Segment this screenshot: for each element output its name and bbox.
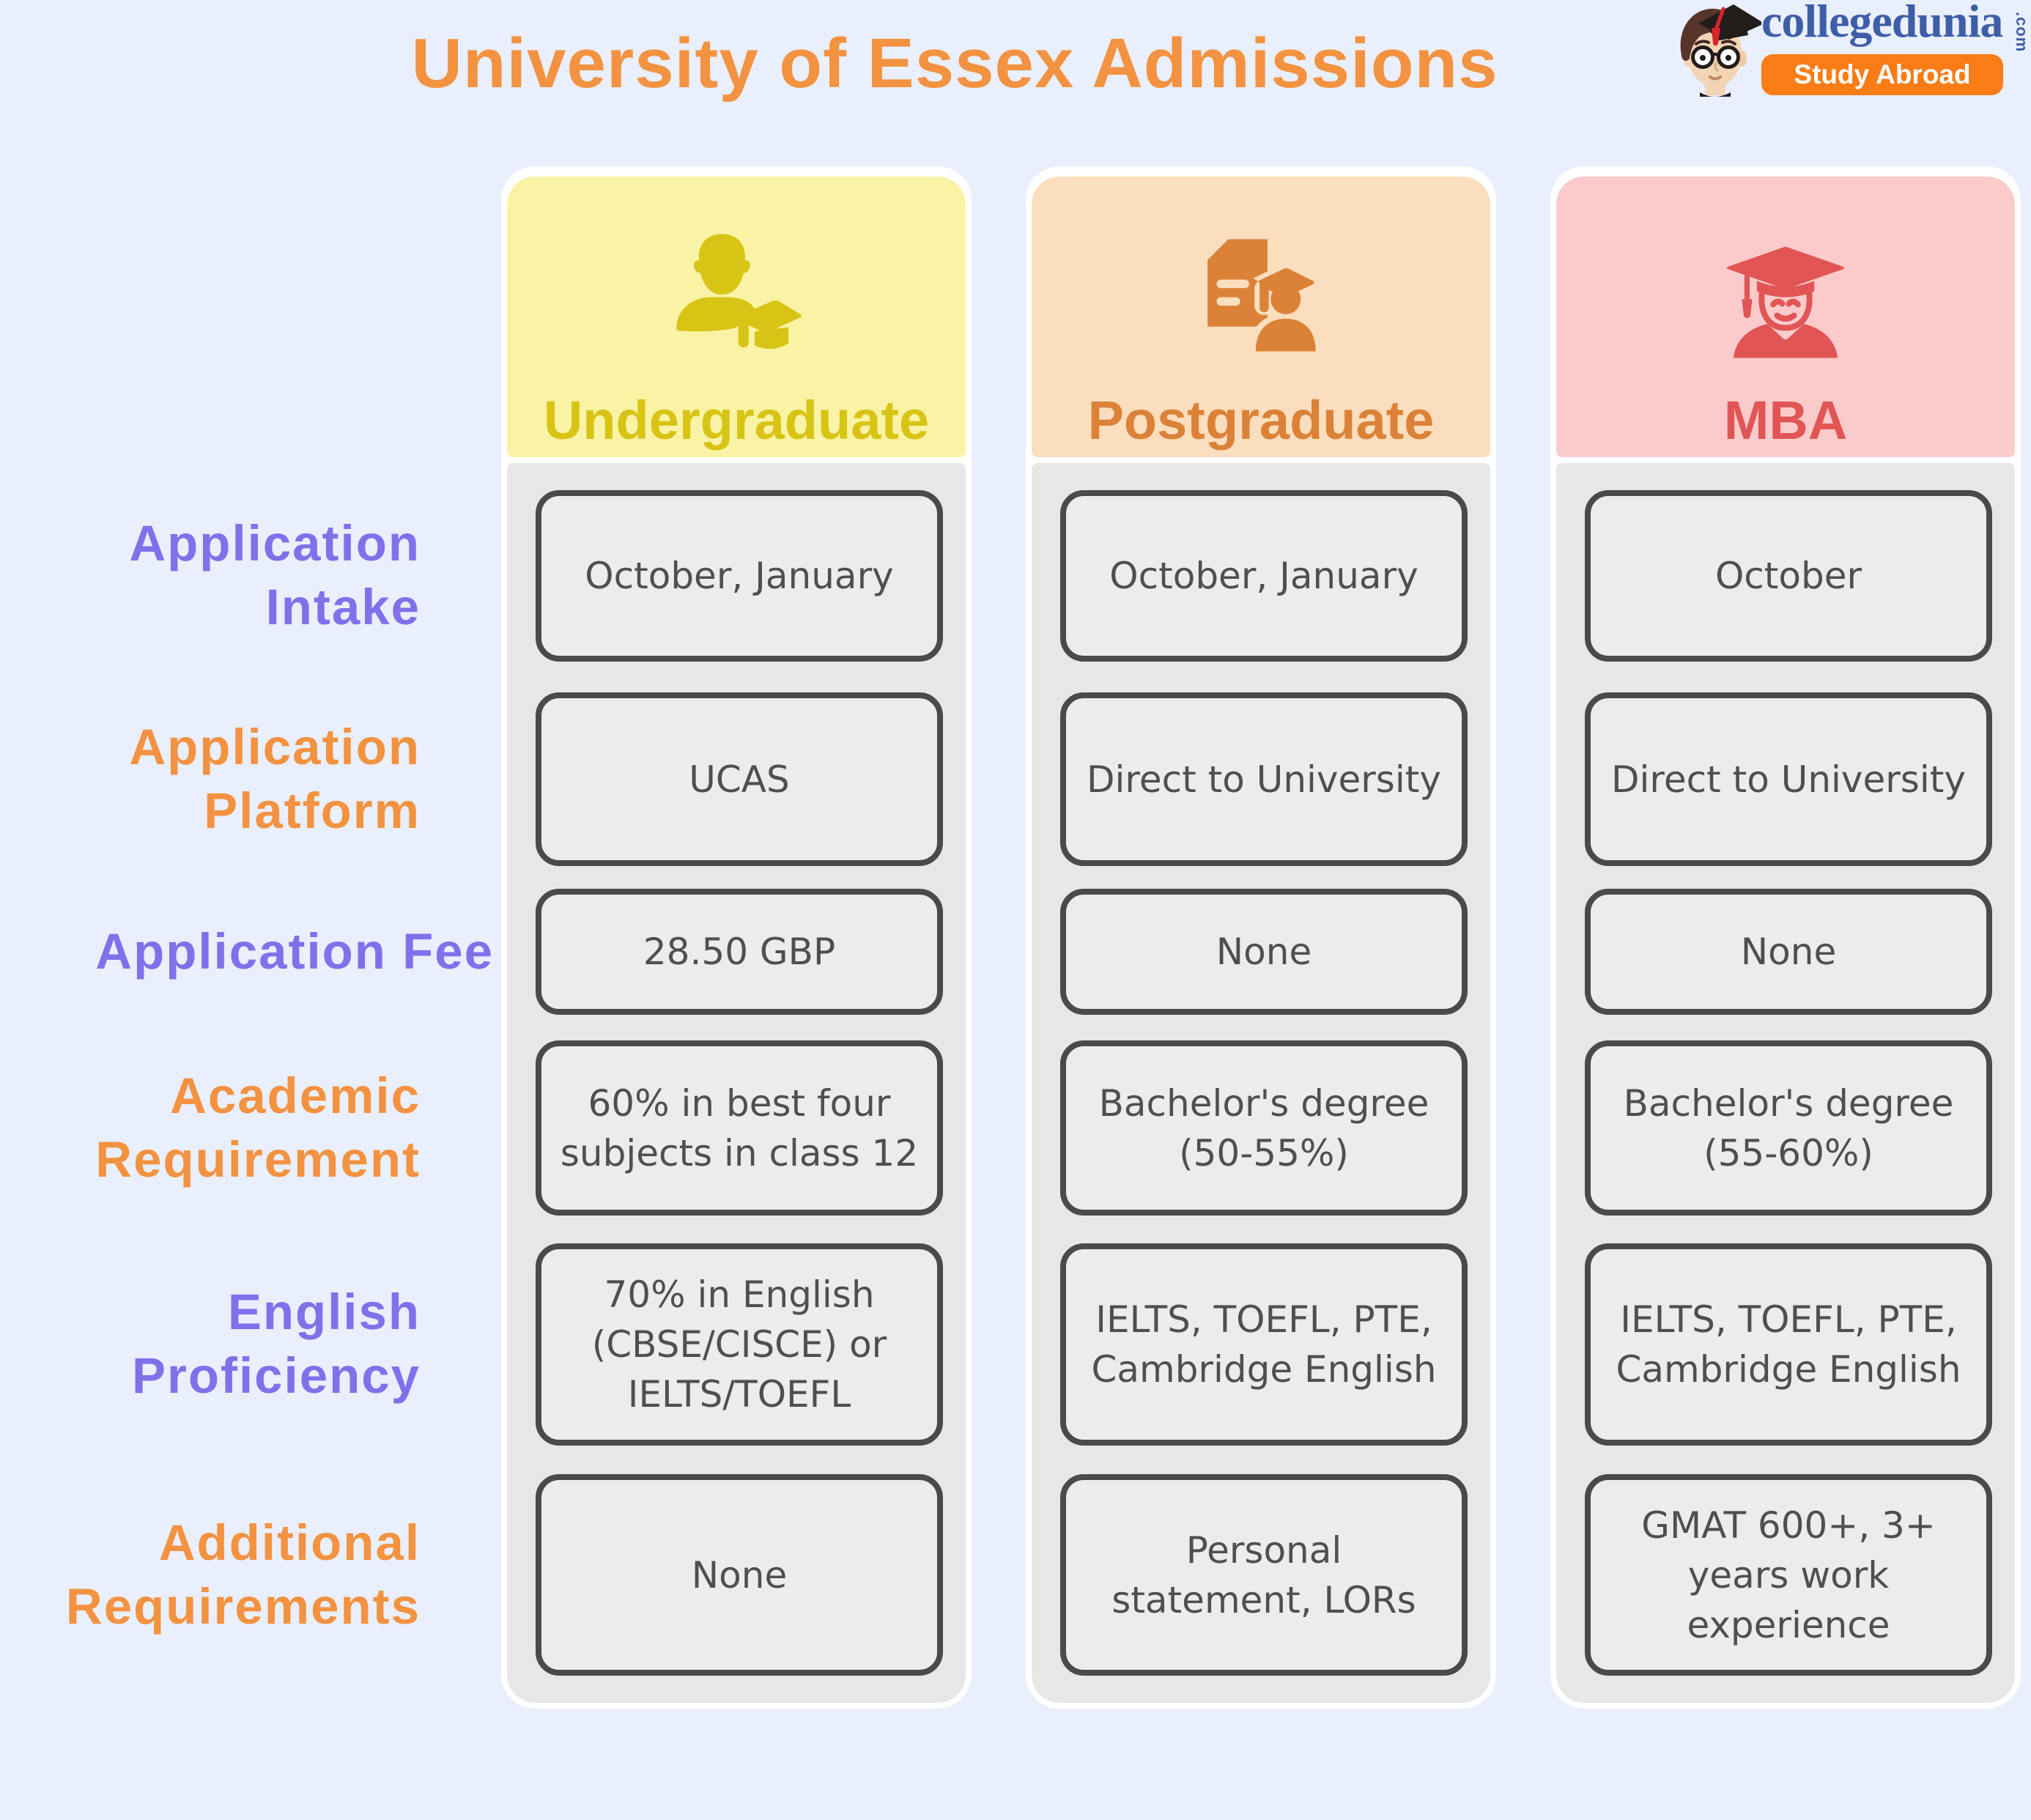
mba-graduate-icon	[1726, 246, 1845, 358]
cell-postgraduate-application-intake: October, January	[1060, 490, 1468, 662]
undergraduate-student-icon	[676, 234, 802, 349]
cell-postgraduate-application-platform: Direct to University	[1060, 692, 1468, 866]
row-label-english-proficiency: English Proficiency	[132, 1284, 421, 1404]
cell-mba-english-proficiency: IELTS, TOEFL, PTE, Cambridge English	[1585, 1243, 1992, 1446]
cell-mba-application-intake: October	[1585, 490, 1992, 662]
column-title-undergraduate: Undergraduate	[543, 390, 930, 451]
cell-undergraduate-english-proficiency: 70% in English (CBSE/CISCE) or IELTS/TOE…	[536, 1243, 943, 1446]
brand-name: collegedunia	[1761, 0, 2003, 47]
column-header-mba: MBA	[1556, 177, 2015, 457]
cell-postgraduate-english-proficiency: IELTS, TOEFL, PTE, Cambridge English	[1060, 1243, 1468, 1446]
row-label-application-platform: Application Platform	[129, 718, 421, 839]
column-title-postgraduate: Postgraduate	[1087, 390, 1435, 451]
brand-tld: .com	[2013, 12, 2031, 53]
row-label-academic-requirement: Academic Requirement	[95, 1067, 421, 1188]
cell-undergraduate-additional-requirements: None	[536, 1474, 943, 1676]
cell-undergraduate-academic-requirement: 60% in best four subjects in class 12	[536, 1040, 943, 1216]
page-title: University of Essex Admissions	[411, 24, 1498, 103]
mascot-boy-icon	[1680, 4, 1761, 97]
row-label-application-fee: Application Fee	[95, 922, 494, 980]
cell-postgraduate-application-fee: None	[1060, 889, 1468, 1015]
study-abroad-badge: Study Abroad	[1761, 54, 2003, 95]
row-label-additional-requirements: Additional Requirements	[65, 1514, 421, 1635]
cell-postgraduate-additional-requirements: Personal statement, LORs	[1060, 1474, 1468, 1676]
cell-mba-academic-requirement: Bachelor's degree (55-60%)	[1585, 1040, 1992, 1216]
cell-mba-application-fee: None	[1585, 889, 1992, 1015]
column-header-postgraduate: Postgraduate	[1032, 177, 1490, 457]
postgraduate-document-icon	[1207, 239, 1322, 352]
cell-undergraduate-application-platform: UCAS	[536, 692, 943, 866]
collegedunia-logo: collegedunia .com Study Abroad	[1672, 0, 2031, 98]
column-title-mba: MBA	[1723, 390, 1848, 451]
cell-undergraduate-application-fee: 28.50 GBP	[536, 889, 943, 1015]
cell-mba-application-platform: Direct to University	[1585, 692, 1992, 866]
cell-undergraduate-application-intake: October, January	[536, 490, 943, 662]
row-label-application-intake: Application Intake	[129, 515, 421, 635]
cell-postgraduate-academic-requirement: Bachelor's degree (50-55%)	[1060, 1040, 1468, 1216]
cell-mba-additional-requirements: GMAT 600+, 3+ years work experience	[1585, 1474, 1992, 1676]
column-header-undergraduate: Undergraduate	[507, 177, 966, 457]
study-abroad-label: Study Abroad	[1794, 59, 1971, 89]
